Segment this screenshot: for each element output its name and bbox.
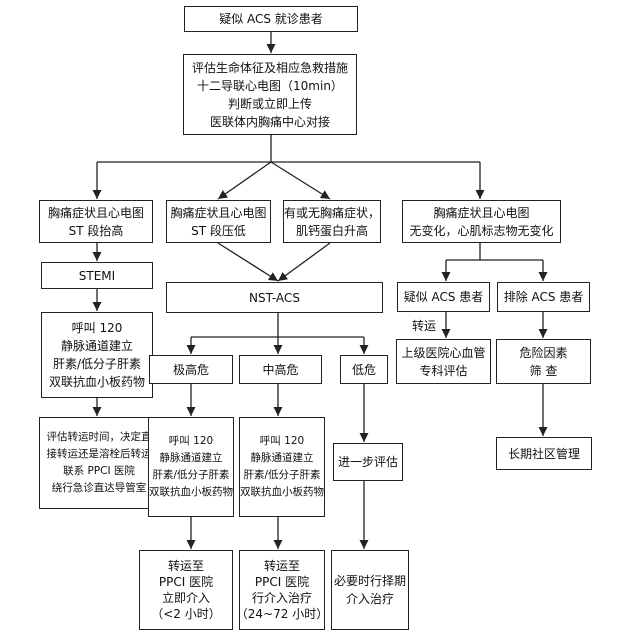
troponin-line-2: 肌钙蛋白升高 bbox=[296, 223, 369, 238]
delayed-transfer-line-2: PPCI 医院 bbox=[254, 575, 310, 589]
stemi-treatment-line-2: 静脉通道建立 bbox=[60, 339, 133, 353]
risk-screening-line-1: 危险因素 bbox=[519, 345, 568, 360]
start-node: 疑似 ACS 就诊患者 bbox=[184, 6, 358, 32]
delayed-transfer-line-1: 转运至 bbox=[264, 559, 301, 573]
upper-hospital-line-2: 专科评估 bbox=[419, 363, 468, 378]
further-evaluation-node: 进一步评估 bbox=[333, 443, 403, 481]
community-management-node: 长期社区管理 bbox=[496, 437, 592, 470]
delayed-transfer-node: 转运至 PPCI 医院 行介入治疗 （24~72 小时） bbox=[235, 550, 329, 630]
stemi-label: STEMI bbox=[78, 268, 116, 283]
troponin-line-1: 有或无胸痛症状， bbox=[284, 205, 381, 220]
immediate-transfer-line-2: PPCI 医院 bbox=[158, 575, 214, 589]
upper-hospital-line-1: 上级医院心血管 bbox=[401, 345, 486, 360]
very-high-treatment-node: 呼叫 120 静脉通道建立 肝素/低分子肝素 双联抗血小板药物 bbox=[148, 417, 234, 517]
stemi-node: STEMI bbox=[41, 262, 153, 289]
very-high-treatment-line-1: 呼叫 120 bbox=[168, 435, 214, 447]
low-risk-node: 低危 bbox=[340, 355, 388, 384]
stemi-treatment-node: 呼叫 120 静脉通道建立 肝素/低分子肝素 双联抗血小板药物 bbox=[41, 312, 153, 398]
elective-pci-line-1: 必要时行择期 bbox=[333, 574, 406, 588]
immediate-transfer-line-3: 立即介入 bbox=[161, 591, 210, 605]
upper-hospital-node: 上级医院心血管 专科评估 bbox=[396, 339, 491, 384]
delayed-transfer-line-3: 行介入治疗 bbox=[252, 591, 313, 605]
st-elevation-line-1: 胸痛症状且心电图 bbox=[47, 205, 144, 220]
immediate-transfer-node: 转运至 PPCI 医院 立即介入 （<2 小时） bbox=[139, 550, 233, 630]
stemi-transfer-line-2: 接转运还是溶栓后转运 bbox=[46, 448, 152, 460]
stemi-treatment-line-4: 双联抗血小板药物 bbox=[48, 375, 145, 389]
assessment-line-3: 判断或立即上传 bbox=[227, 96, 312, 111]
st-depression-line-1: 胸痛症状且心电图 bbox=[170, 205, 267, 220]
stemi-treatment-line-1: 呼叫 120 bbox=[71, 321, 123, 335]
no-change-node: 胸痛症状且心电图 无变化，心肌标志物无变化 bbox=[402, 200, 561, 243]
elective-pci-line-2: 介入治疗 bbox=[345, 592, 394, 606]
mid-high-treatment-line-1: 呼叫 120 bbox=[259, 435, 305, 447]
very-high-risk-label: 极高危 bbox=[172, 362, 209, 377]
no-change-line-2: 无变化，心肌标志物无变化 bbox=[409, 223, 554, 238]
excluded-acs-label: 排除 ACS 患者 bbox=[503, 290, 584, 304]
excluded-acs-node: 排除 ACS 患者 bbox=[497, 282, 590, 312]
immediate-transfer-line-4: （<2 小时） bbox=[151, 607, 221, 621]
st-depression-line-2: ST 段压低 bbox=[191, 223, 246, 238]
st-elevation-node: 胸痛症状且心电图 ST 段抬高 bbox=[39, 200, 153, 243]
troponin-node: 有或无胸痛症状， 肌钙蛋白升高 bbox=[283, 200, 381, 243]
mid-high-treatment-line-3: 肝素/低分子肝素 bbox=[243, 469, 321, 481]
assessment-line-2: 十二导联心电图（10min） bbox=[197, 78, 343, 93]
delayed-transfer-line-4: （24~72 小时） bbox=[235, 607, 329, 621]
st-depression-node: 胸痛症状且心电图 ST 段压低 bbox=[166, 200, 271, 243]
very-high-risk-node: 极高危 bbox=[149, 355, 233, 384]
assessment-line-1: 评估生命体征及相应急救措施 bbox=[191, 60, 348, 75]
assessment-node: 评估生命体征及相应急救措施 十二导联心电图（10min） 判断或立即上传 医联体… bbox=[183, 54, 357, 135]
st-elevation-line-2: ST 段抬高 bbox=[68, 223, 124, 238]
stemi-transfer-line-1: 评估转运时间，决定直 bbox=[46, 431, 152, 443]
stemi-treatment-line-3: 肝素/低分子肝素 bbox=[52, 357, 142, 371]
assessment-line-4: 医联体内胸痛中心对接 bbox=[209, 114, 330, 129]
risk-screening-line-2: 筛 查 bbox=[529, 363, 558, 378]
mid-high-treatment-line-4: 双联抗血小板药物 bbox=[240, 486, 324, 498]
stemi-transfer-line-3: 联系 PPCI 医院 bbox=[63, 465, 135, 477]
mid-high-risk-label: 中高危 bbox=[262, 362, 299, 377]
stemi-transfer-node: 评估转运时间，决定直 接转运还是溶栓后转运 联系 PPCI 医院 绕行急诊直达导… bbox=[39, 417, 159, 509]
suspected-acs-node: 疑似 ACS 患者 bbox=[397, 282, 490, 312]
nste-acs-label: NST-ACS bbox=[249, 290, 300, 305]
low-risk-label: 低危 bbox=[351, 362, 376, 377]
nste-acs-node: NST-ACS bbox=[166, 282, 383, 313]
further-evaluation-label: 进一步评估 bbox=[337, 455, 398, 469]
transfer-edge-label: 转运 bbox=[412, 319, 437, 333]
elective-pci-node: 必要时行择期 介入治疗 bbox=[331, 550, 409, 630]
mid-high-treatment-node: 呼叫 120 静脉通道建立 肝素/低分子肝素 双联抗血小板药物 bbox=[239, 417, 325, 517]
no-change-line-1: 胸痛症状且心电图 bbox=[433, 205, 530, 220]
stemi-transfer-line-4: 绕行急诊直达导管室 bbox=[51, 482, 147, 494]
mid-high-treatment-line-2: 静脉通道建立 bbox=[250, 452, 314, 464]
immediate-transfer-line-1: 转运至 bbox=[167, 559, 204, 573]
risk-screening-node: 危险因素 筛 查 bbox=[496, 339, 591, 384]
very-high-treatment-line-4: 双联抗血小板药物 bbox=[149, 486, 233, 498]
very-high-treatment-line-2: 静脉通道建立 bbox=[159, 452, 223, 464]
very-high-treatment-line-3: 肝素/低分子肝素 bbox=[152, 469, 230, 481]
mid-high-risk-node: 中高危 bbox=[239, 355, 322, 384]
community-management-label: 长期社区管理 bbox=[507, 446, 580, 461]
start-node-label: 疑似 ACS 就诊患者 bbox=[219, 12, 323, 26]
suspected-acs-label: 疑似 ACS 患者 bbox=[403, 290, 484, 304]
